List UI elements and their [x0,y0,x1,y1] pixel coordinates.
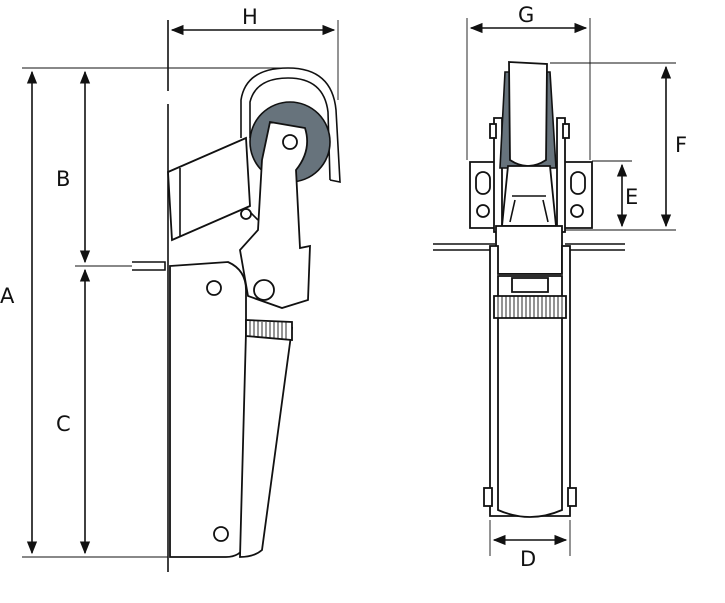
roller-clip-front [508,61,548,167]
label-e: E [625,185,638,209]
cylinder-front [497,275,563,518]
closer-body [169,261,247,558]
label-h: H [242,5,258,29]
label-a: A [0,284,15,308]
plate-edge [132,261,166,271]
label-g: G [518,3,534,27]
piston-cap [245,319,293,341]
label-f: F [675,133,687,157]
hinge-block [495,225,563,275]
bracket-arm [167,136,251,242]
bracket-slot-left [475,171,491,195]
bracket-slot-right [570,171,586,195]
lever-arm [239,120,311,309]
label-d: D [520,547,536,571]
label-c: C [56,412,71,436]
piston-cylinder [239,327,294,558]
bracket-hole-left [476,204,490,218]
front-view: G F E D [433,3,687,571]
label-b: B [56,167,70,191]
roller-housing [240,67,341,183]
body-screw-top [206,280,222,296]
roller-axle [282,134,298,150]
side-view: A B C H [0,5,341,572]
body-screw-bottom [213,526,229,542]
adjuster-nut [511,277,549,293]
pivot-bolt [253,279,275,301]
bracket-hole-right [570,204,584,218]
